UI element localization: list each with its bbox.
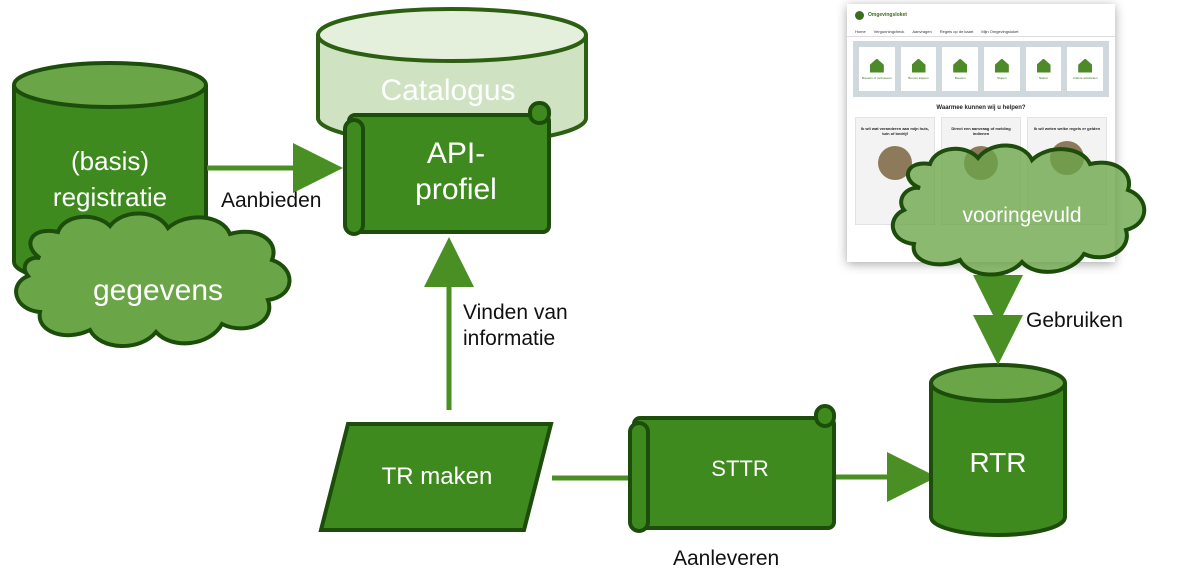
nature-icon [1036,58,1051,73]
api-profiel-line1: API- [427,137,485,170]
screenshot-nav-item: Vergunningcheck [873,28,905,34]
screenshot-hero: Bouwen of verbouwen Bomen kappen Bouwen … [853,41,1109,97]
screenshot-nav-item: Home [855,28,866,34]
screenshot-nav: Home Vergunningcheck Aanvragen Regels op… [847,26,1115,37]
screenshot-tile: Bomen kappen [900,47,937,91]
screenshot-logo-text: Omgevingsloket [868,12,907,18]
screenshot-tile: Bouwen [942,47,979,91]
aanbieden-label: Aanbieden [221,189,322,212]
vooringevuld-label: vooringevuld [962,204,1081,227]
logo-icon [855,10,864,20]
screenshot-nav-item: Aanvragen [912,28,932,34]
screenshot-nav-item: Mijn Omgevingsloket [981,28,1019,34]
screenshot-heading: Waarmee kunnen wij u helpen? [936,105,1026,111]
tree-icon [911,58,926,73]
basis-label-line2: registratie [53,182,167,212]
sttr-scroll: STTR [628,404,836,533]
rtr-cylinder: RTR [929,363,1067,537]
sttr-label: STTR [711,456,768,481]
vinden-label-line2: informatie [463,327,556,350]
tr-maken-shape: TR maken [318,422,554,532]
screenshot-tile: Andere activiteiten [1067,47,1104,91]
gegevens-label: gegevens [93,274,223,307]
aanleveren-label: Aanleveren [673,547,780,570]
demolish-icon [994,58,1009,73]
rtr-label: RTR [969,447,1026,478]
tr-maken-label: TR maken [382,463,493,490]
building-icon [953,58,968,73]
screenshot-nav-item: Regels op de kaart [939,28,974,34]
more-icon [1078,58,1093,73]
gegevens-cloud: gegevens [14,211,292,348]
screenshot-tile: Bouwen of verbouwen [859,47,895,91]
screenshot-tile: Slopen [984,47,1020,91]
house-icon [869,58,884,73]
gebruiken-label: Gebruiken [1026,309,1123,332]
screenshot-header: Omgevingsloket [847,4,1115,26]
basis-label-line1: (basis) [71,146,149,176]
api-profiel-scroll: API- profiel [343,101,551,236]
vinden-label-line1: Vinden van [463,301,568,324]
screenshot-tile: Natuur [1025,47,1062,91]
api-profiel-line2: profiel [415,173,497,206]
catalogus-label: Catalogus [380,74,515,107]
vooringevuld-cloud: vooringevuld [890,143,1147,277]
